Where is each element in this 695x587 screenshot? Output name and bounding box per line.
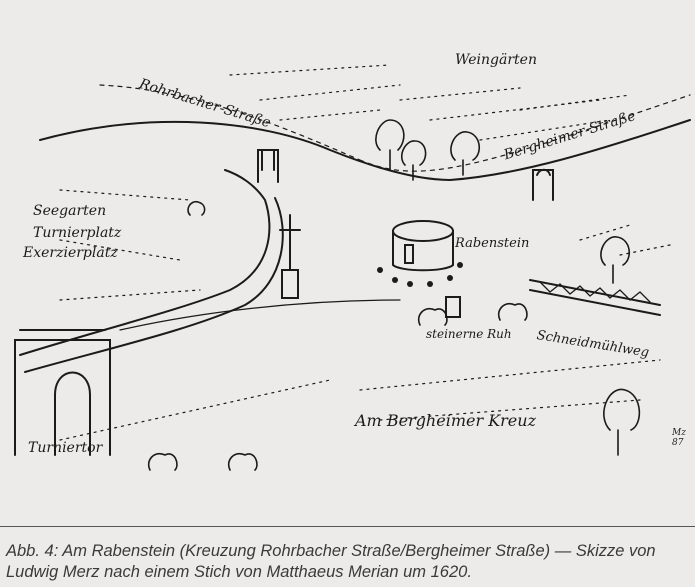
figure-border [0,526,695,527]
road-gate-right [532,168,554,201]
label-steinerne-ruh: steinerne Ruh [426,327,512,341]
stone-dots [377,262,463,287]
figure-caption: Abb. 4: Am Rabenstein (Kreuzung Rohrbach… [6,541,695,583]
label-seegarten: Seegarten [33,203,107,219]
trees [147,119,641,471]
rohrbacher-road-edge [39,119,691,182]
label-am-bergheimer-kreuz: Am Bergheimer Kreuz [355,411,536,430]
caption-line-1: Abb. 4: Am Rabenstein (Kreuzung Rohrbach… [6,542,656,560]
city-wall [19,169,271,356]
rabenstein-tower [392,220,454,242]
label-turnierplatz: Turnierplatz [33,225,122,241]
label-weingaerten: Weingärten [455,52,537,68]
sketch-drawing [14,64,691,471]
steinerne-ruh-stone [445,296,461,318]
vineyard-rows [59,64,671,441]
label-rabenstein: Rabenstein [455,236,530,251]
turniertor-gate [14,339,111,456]
label-exerzierplatz: Exerzierplatz [23,245,118,261]
artist-signature: Mz 87 [672,428,686,448]
wayside-cross [279,214,301,299]
vineyard-trellis [529,279,661,316]
caption-line-2: Ludwig Merz nach einem Stich von Matthae… [6,563,472,581]
label-turniertor: Turniertor [28,440,103,456]
road-gate-left [257,149,279,183]
sketch-figure: Rohrbacher-Straße Weingärten Bergheimer-… [14,52,691,471]
